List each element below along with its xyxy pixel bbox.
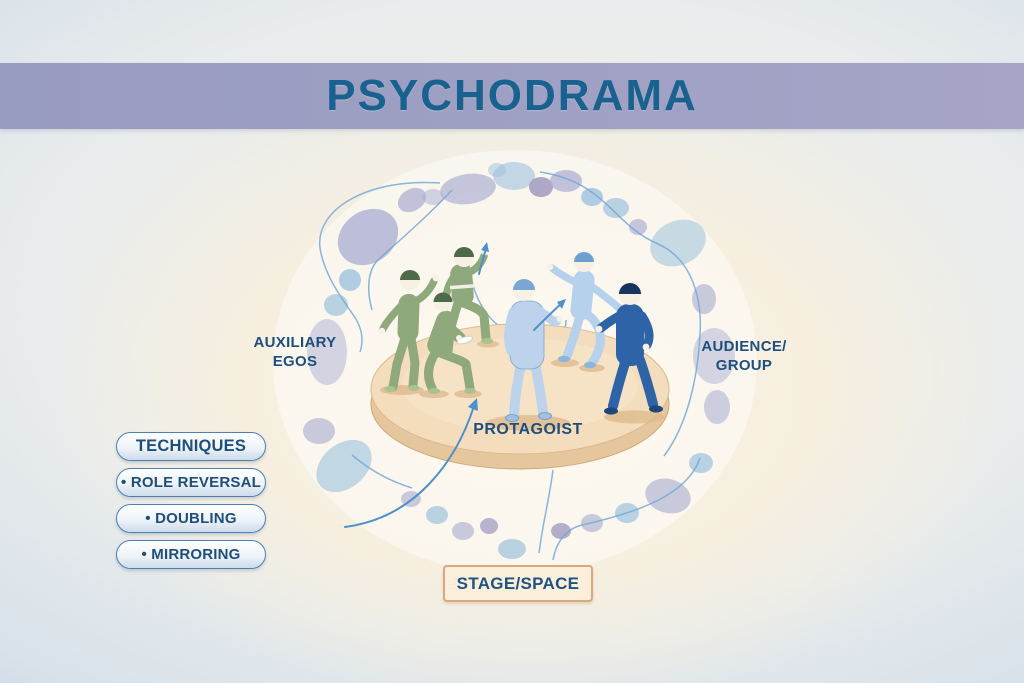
flow-arrow-protagonist-head <box>557 299 566 309</box>
protagonist-label: PROTAGOIST <box>473 421 583 438</box>
technique-pill-mirroring: • MIRRORING <box>116 540 266 569</box>
stage-space-label: STAGE/SPACE <box>456 573 580 593</box>
page-title: PSYCHODRAMA <box>326 71 698 120</box>
protagonist-figure <box>504 279 564 422</box>
auxiliary-egos-label: AUXILIARY EGOS <box>254 334 337 371</box>
auxiliary-ego-figure-crouching <box>424 292 476 394</box>
technique-label-mirroring: • MIRRORING <box>141 546 241 563</box>
audience-figure-light <box>546 252 625 369</box>
auxiliary-ego-figure-1 <box>378 270 440 392</box>
technique-label-role-reversal: • ROLE REVERSAL <box>121 474 261 491</box>
audience-group-label-line2: GROUP <box>715 356 773 374</box>
auxiliary-egos-label-line1: AUXILIARY <box>253 334 337 351</box>
flow-arrows <box>344 242 566 528</box>
flow-arrow-auxiliary-head <box>481 242 489 252</box>
audience-group-label: AUDIENCE/ GROUP <box>701 338 786 375</box>
decorative-bubble-ring <box>303 162 735 559</box>
audience-figure-navy <box>595 283 663 415</box>
flow-arrow-stage-head <box>468 398 478 411</box>
technique-label-doubling: • DOUBLING <box>145 510 237 527</box>
auxiliary-egos-label-line2: EGOS <box>272 352 318 370</box>
audience-group-label-line1: AUDIENCE/ <box>701 338 787 355</box>
techniques-header-label: TECHNIQUES <box>135 437 247 455</box>
flow-arrow-stage <box>344 405 475 528</box>
technique-pill-doubling: • DOUBLING <box>116 504 266 533</box>
techniques-header-pill: TECHNIQUES <box>116 432 266 461</box>
title-banner: PSYCHODRAMA <box>0 63 1024 129</box>
stage-space-box: STAGE/SPACE <box>443 565 593 602</box>
technique-pill-role-reversal: • ROLE REVERSAL <box>116 468 266 497</box>
